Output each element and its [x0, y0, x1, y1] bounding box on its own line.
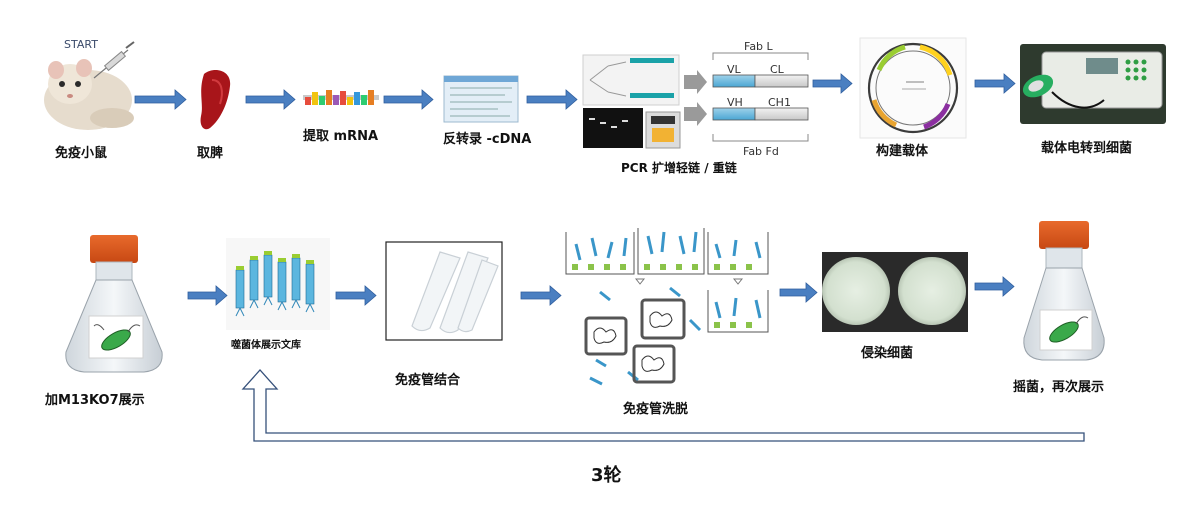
flask-left-icon — [65, 235, 163, 373]
row1-arrows — [134, 73, 1016, 110]
immunotube-icon — [385, 241, 503, 341]
fab-fd-label: Fab Fd — [743, 145, 779, 158]
mrna-label: 提取 mRNA — [303, 129, 379, 144]
elution-label: 免疫管洗脱 — [623, 402, 689, 417]
elution-small-arrows — [634, 278, 744, 285]
library-label: 噬菌体展示文库 — [231, 340, 301, 351]
row2-arrows — [187, 276, 1015, 306]
ch1-label: CH1 — [768, 96, 791, 109]
m13-label: 加M13KO7展示 — [45, 393, 145, 408]
mouse-label: 免疫小鼠 — [55, 146, 108, 161]
flask-right-icon — [1023, 221, 1105, 361]
syringe-icon — [93, 41, 135, 79]
pcr-panel — [582, 54, 681, 149]
pcr-label: PCR 扩增轻链 / 重链 — [621, 161, 737, 175]
elution-boxes — [584, 298, 686, 384]
electro-label: 载体电转到细菌 — [1041, 141, 1133, 156]
electroporator-icon — [1020, 44, 1166, 124]
loop-arrow — [241, 369, 1085, 442]
vector-label: 构建载体 — [876, 144, 929, 159]
mouse-icon — [44, 59, 134, 130]
start-label: START — [64, 38, 98, 51]
split-arrows — [684, 70, 707, 126]
binding-label: 免疫管结合 — [395, 373, 461, 388]
cdna-label: 反转录 -cDNA — [443, 132, 532, 147]
shake-label: 摇菌，再次展示 — [1013, 380, 1105, 395]
phage-library-icon — [226, 238, 330, 330]
rounds-label: 3轮 — [591, 465, 622, 486]
infect-label: 侵染细菌 — [861, 346, 914, 361]
elution-antigens — [572, 264, 752, 328]
vh-label: VH — [727, 96, 743, 109]
elution-antibodies — [574, 231, 762, 386]
fab-diagram — [712, 52, 809, 142]
elution-antigen-clumps — [593, 311, 673, 372]
agar-plates-icon — [822, 252, 968, 332]
mrna-icon — [303, 90, 379, 105]
elution-panels — [565, 228, 769, 333]
vl-label: VL — [727, 63, 741, 76]
plasmid-icon — [859, 37, 967, 139]
fab-l-label: Fab L — [744, 40, 773, 53]
spleen-label: 取脾 — [197, 146, 224, 161]
cdna-gel-icon — [443, 75, 519, 123]
cl-label: CL — [770, 63, 784, 76]
spleen-icon — [200, 70, 231, 130]
